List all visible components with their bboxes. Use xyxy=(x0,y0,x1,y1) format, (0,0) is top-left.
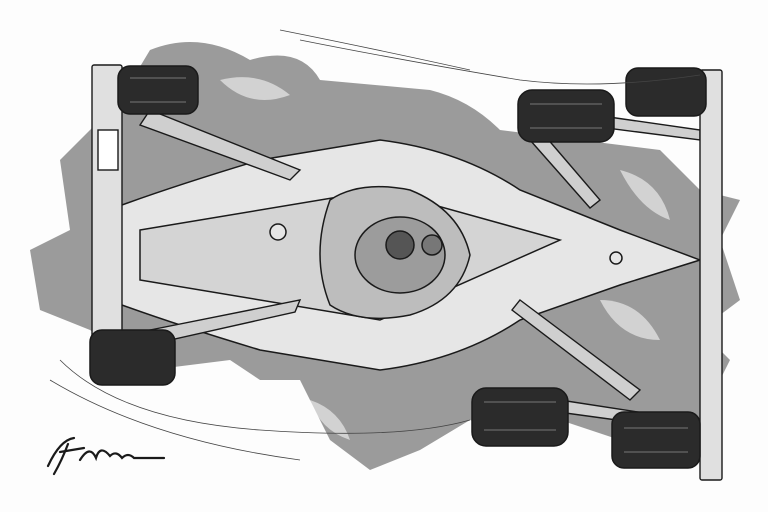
wings xyxy=(91,64,723,481)
tire-front-right xyxy=(89,329,176,386)
shadow-light-patches xyxy=(220,77,670,440)
tire-front-left xyxy=(117,65,199,115)
airflow-lines xyxy=(49,29,701,461)
tire-mid-right xyxy=(471,387,569,447)
tire-rear-left xyxy=(625,67,707,117)
signature-scribble xyxy=(46,436,166,476)
tire-rear-right xyxy=(611,411,701,469)
tire-mid-left xyxy=(517,89,615,143)
tires xyxy=(89,65,707,469)
